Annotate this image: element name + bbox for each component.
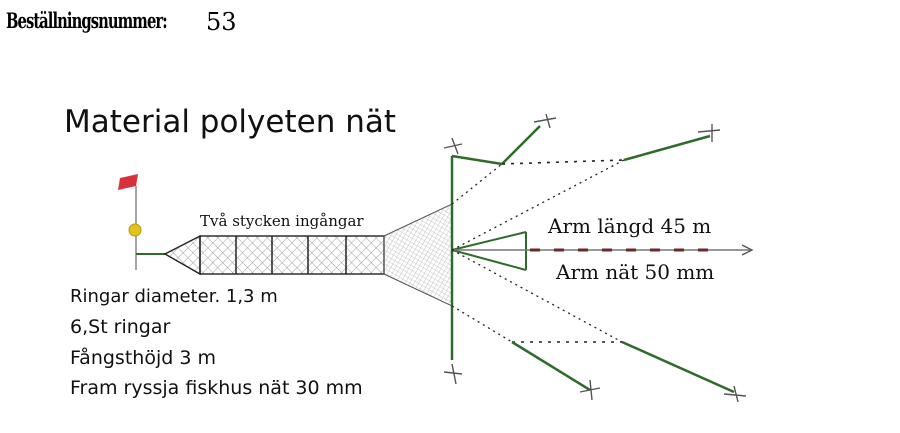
flag-icon xyxy=(118,174,138,190)
order-number-value: 53 xyxy=(206,8,237,36)
spec-ring-count: 6,St ringar xyxy=(70,316,171,338)
spec-ring-diameter: Ringar diameter. 1,3 m xyxy=(70,286,278,307)
diagram-title: Material polyeten nät xyxy=(64,104,396,140)
inlets-label: Två stycken ingångar xyxy=(200,212,364,230)
arm-length-label: Arm längd 45 m xyxy=(548,214,712,238)
arm-mesh-label: Arm nät 50 mm xyxy=(556,260,715,284)
order-header: Beställningsnummer: 53 xyxy=(6,8,237,36)
buoy-icon xyxy=(128,223,142,237)
spec-codend-mesh: Fram ryssja fiskhus nät 30 mm xyxy=(70,377,363,399)
lower-wing xyxy=(443,249,747,403)
order-number-label: Beställningsnummer: xyxy=(6,8,168,33)
net-funnel xyxy=(383,203,453,307)
upper-wing xyxy=(443,113,721,251)
codend xyxy=(163,234,385,276)
leader-arm xyxy=(451,231,754,271)
marker-buoy xyxy=(118,174,165,270)
spec-catch-height: Fångsthöjd 3 m xyxy=(70,347,216,369)
